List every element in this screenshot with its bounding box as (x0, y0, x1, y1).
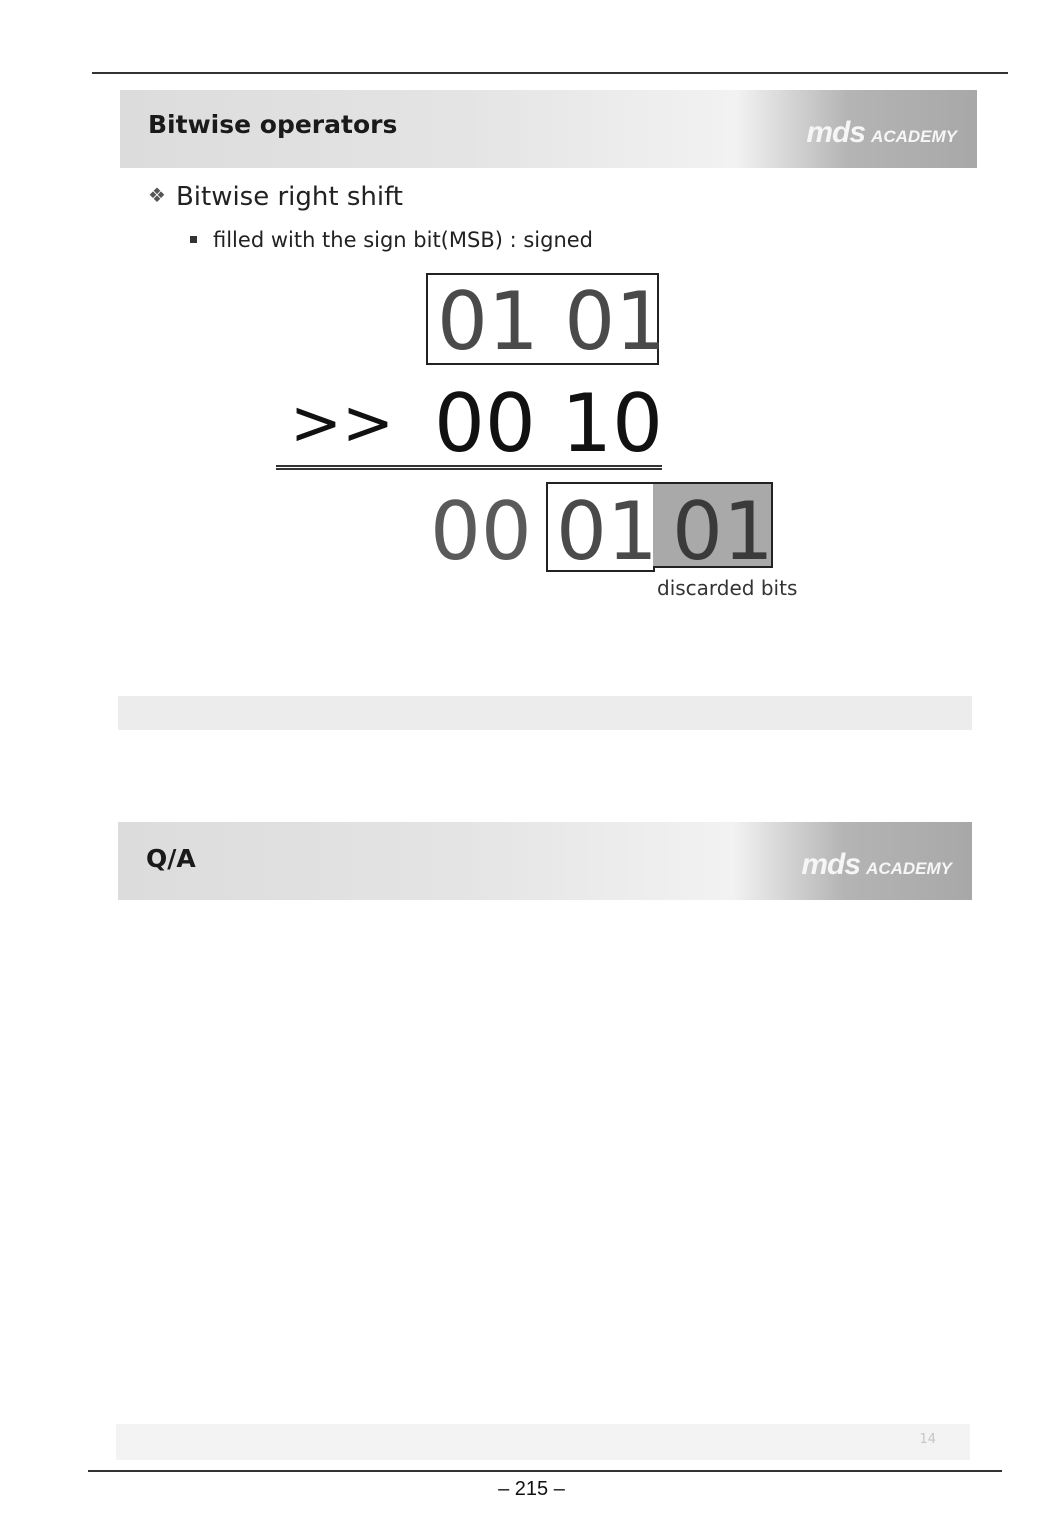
bullet-heading: ❖ Bitwise right shift (148, 182, 403, 212)
result-line (276, 465, 662, 470)
logo-academy: ACADEMY (871, 127, 957, 146)
slide-title: Bitwise operators (148, 110, 398, 139)
result-fill-bits: 00 (430, 485, 532, 578)
bottom-rule (88, 1470, 1002, 1472)
result-discarded-bits: 01 (672, 485, 774, 578)
shift-amount: 00 10 (434, 377, 664, 470)
shift-operator: >> (290, 386, 394, 459)
discarded-bits-box (653, 482, 773, 568)
operand-value: 01 01 (437, 275, 667, 368)
sub-bullet: filled with the sign bit(MSB) : signed (190, 228, 593, 252)
slide-header-banner-qa: Q/A mds ACADEMY (118, 822, 972, 900)
bullet-heading-text: Bitwise right shift (175, 182, 403, 212)
mds-academy-logo-qa: mds ACADEMY (801, 848, 952, 882)
discarded-bits-caption: discarded bits (657, 576, 798, 600)
logo-academy-qa: ACADEMY (866, 859, 952, 878)
result-kept-bits: 01 (556, 485, 658, 578)
square-bullet-icon (190, 236, 197, 243)
slide-footer-strip-qa: 14 (116, 1424, 970, 1460)
operand-box (426, 273, 659, 365)
slide-number: 14 (919, 1432, 936, 1447)
logo-mds-qa: mds (801, 848, 861, 881)
slide-footer-strip (118, 696, 972, 730)
mds-academy-logo: mds ACADEMY (806, 116, 957, 150)
top-rule (92, 72, 1008, 74)
sub-bullet-text: filled with the sign bit(MSB) : signed (213, 228, 594, 252)
logo-mds: mds (806, 116, 866, 149)
diamond-bullet-icon: ❖ (148, 183, 166, 207)
page-number: – 215 – (498, 1478, 565, 1500)
slide-title-qa: Q/A (146, 844, 196, 873)
slide-header-banner: Bitwise operators mds ACADEMY (120, 90, 977, 168)
